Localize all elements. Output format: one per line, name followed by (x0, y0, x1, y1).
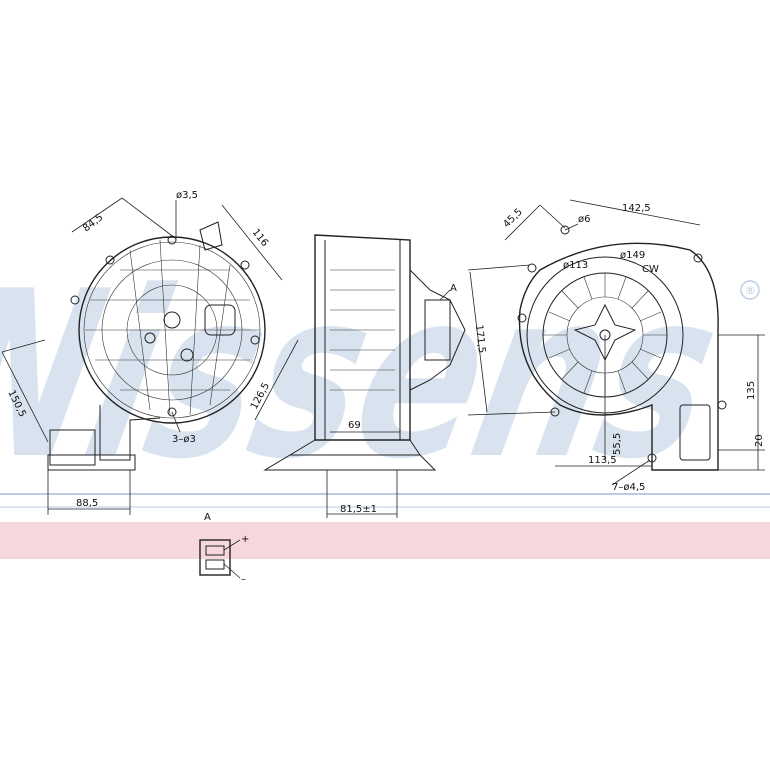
front-view: ø3,5 84,5 116 150,5 126,5 3–ø3 88,5 (1, 190, 299, 515)
connector-pin-minus (205, 559, 225, 570)
dim-3-5: ø3,5 (176, 190, 198, 201)
connector-minus-label: – (241, 574, 246, 585)
connector-pin-plus (205, 545, 225, 556)
dim-88-5: 88,5 (76, 498, 98, 509)
side-view: A 69 81,5±1 (263, 234, 466, 518)
dim-20: 20 (754, 434, 765, 447)
dim-7x4-5: 7–ø4,5 (612, 482, 645, 493)
dim-45-5: 45,5 (501, 207, 525, 231)
dim-113-5: 113,5 (588, 455, 617, 466)
dim-149: ø149 (620, 250, 645, 261)
view-a-marker: A (450, 283, 457, 294)
connector-plus-label: + (241, 534, 249, 545)
dim-3x3: 3–ø3 (172, 434, 196, 445)
dim-81-5: 81,5±1 (340, 504, 377, 515)
watermark-logo: Nissens (0, 241, 739, 509)
rear-view: 45,5 ø6 142,5 ø149 ø113 CW 171,5 55,5 11… (467, 199, 765, 493)
dim-171-5: 171,5 (473, 324, 487, 354)
dim-55-5: 55,5 (612, 433, 623, 455)
dim-135: 135 (746, 381, 757, 400)
registered-mark: ® (745, 284, 756, 297)
view-a-label: A (204, 512, 211, 523)
connector-body (199, 539, 231, 576)
dim-6: ø6 (578, 214, 590, 225)
connector-view-a: A + – (199, 512, 249, 585)
dim-142-5: 142,5 (622, 203, 651, 214)
dim-113: ø113 (563, 260, 588, 271)
brand-band (0, 522, 770, 559)
dim-84-5: 84,5 (81, 212, 105, 234)
registered-mark-circle (740, 280, 760, 300)
rotation-cw-label: CW (642, 264, 659, 275)
dim-69: 69 (348, 420, 361, 431)
